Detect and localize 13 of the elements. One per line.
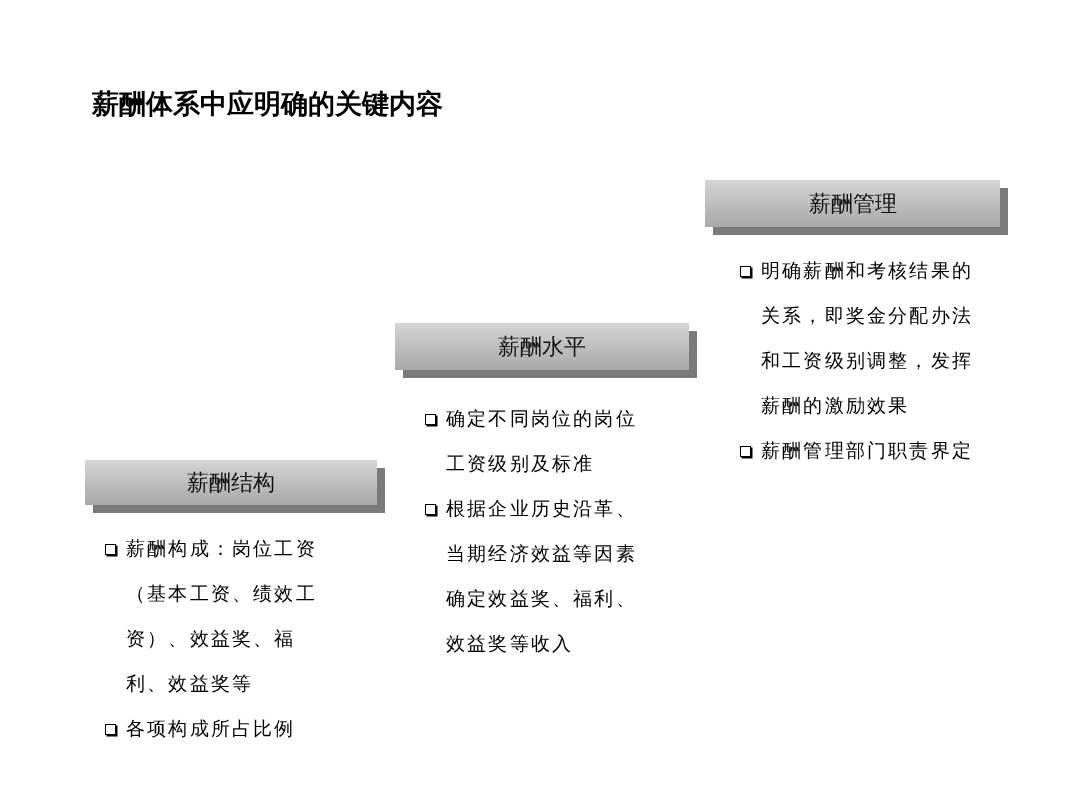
bullet-text: 薪酬管理部门职责界定: [761, 439, 973, 463]
bullet-text: 确定不同岗位的岗位工资级别及标准: [446, 407, 638, 476]
header-band: [705, 180, 1008, 235]
header-text: 薪酬结构: [186, 468, 276, 497]
bullet-text: 各项构成所占比例: [126, 717, 296, 741]
header-band: [395, 323, 697, 378]
title: 薪酬体系中应明确的关键内容: [92, 88, 443, 121]
bullet-text: 明确薪酬和考核结果的关系，即奖金分配办法和工资级别调整，发挥薪酬的激励效果: [761, 259, 974, 418]
bullet-text: 根据企业历史沿革、当期经济效益等因素确定效益奖、福利、效益奖等收入: [446, 497, 638, 656]
header-text: 薪酬管理: [807, 189, 898, 218]
header-band: [85, 460, 385, 513]
header-text: 薪酬水平: [497, 332, 587, 361]
bullet-text: 薪酬构成：岗位工资（基本工资、绩效工资）、效益奖、福利、效益奖等: [126, 537, 318, 696]
